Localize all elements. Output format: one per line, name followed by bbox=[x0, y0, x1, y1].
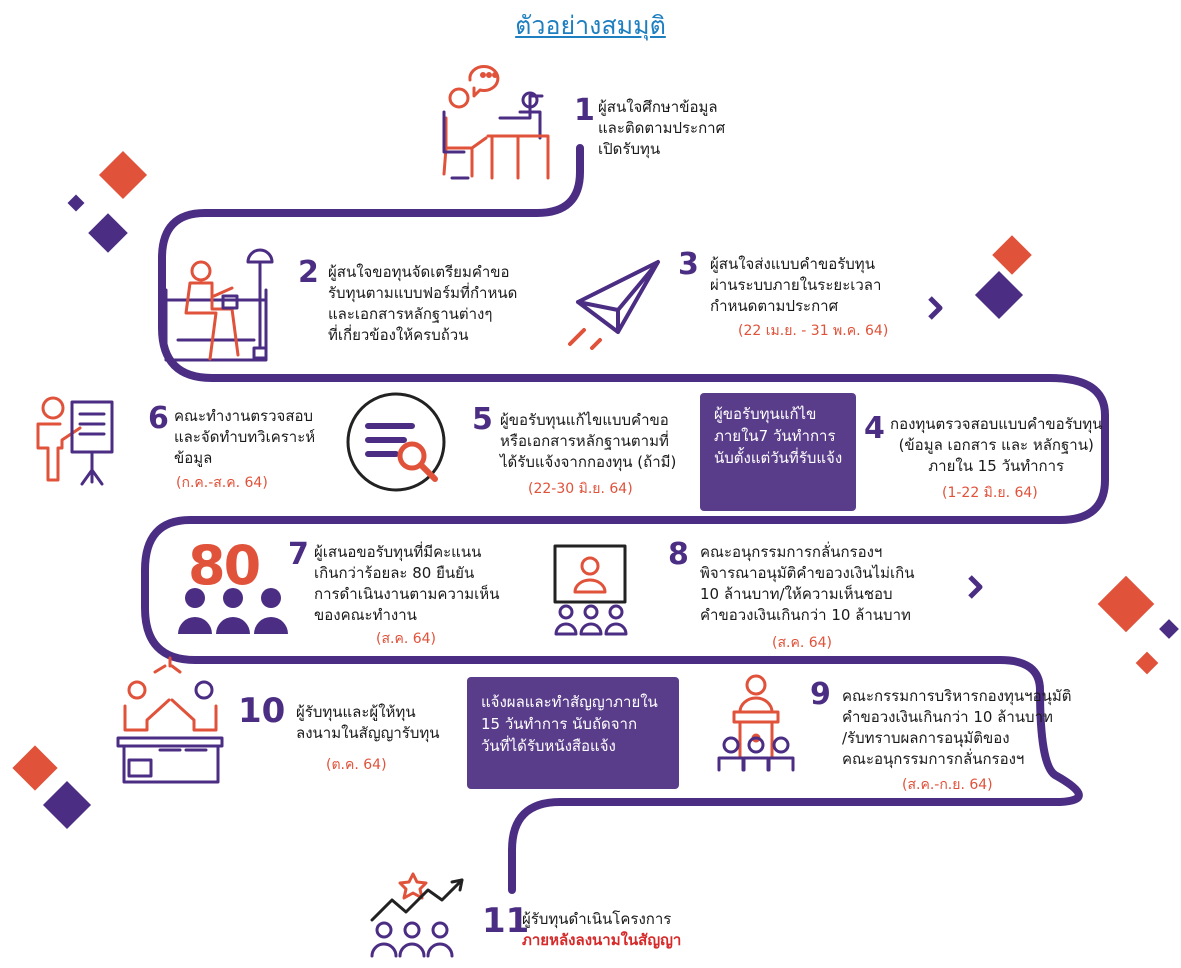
step-6-number: 6 bbox=[148, 401, 169, 436]
step-11-number: 11 bbox=[482, 901, 530, 941]
step-9-text: คณะกรรมการบริหารกองทุนฯอนุมัติคำขอวงเงิน… bbox=[842, 687, 1072, 768]
step-1-number: 1 bbox=[574, 93, 595, 128]
step-2-number: 2 bbox=[298, 255, 319, 290]
video-conference-icon bbox=[553, 544, 628, 636]
step-5-text: ผู้ขอรับทุนแก้ไขแบบคำขอหรือเอกสารหลักฐาน… bbox=[500, 411, 677, 471]
step-10-text: ผู้รับทุนและผู้ให้ทุนลงนามในสัญญารับทุน bbox=[296, 703, 440, 742]
step-10-date: (ต.ค. 64) bbox=[326, 757, 387, 773]
step-3-number: 3 bbox=[678, 247, 699, 282]
paper-plane-icon bbox=[568, 260, 660, 350]
chevron-right-icon bbox=[968, 575, 983, 599]
step-8-number: 8 bbox=[668, 537, 689, 572]
step-8-date: (ส.ค. 64) bbox=[772, 635, 832, 651]
step-6-date: (ก.ค.-ส.ค. 64) bbox=[176, 475, 268, 491]
step-6-text: คณะทำงานตรวจสอบและจัดทำบทวิเคราะห์ข้อมูล bbox=[174, 407, 316, 467]
step-5-number: 5 bbox=[472, 402, 493, 437]
step-3-date: (22 เม.ย. - 31 พ.ค. 64) bbox=[738, 323, 889, 339]
podium-audience-icon bbox=[717, 674, 795, 772]
deadline-box-revision: ผู้ขอรับทุนแก้ไขภายใน7 วันทำการนับตั้งแต… bbox=[700, 393, 856, 511]
process-path bbox=[141, 144, 1109, 894]
step-2-text: ผู้สนใจขอทุนจัดเตรียมคำขอรับทุนตามแบบฟอร… bbox=[328, 263, 518, 344]
presentation-board-icon bbox=[36, 396, 114, 486]
step-8-text: คณะอนุกรรมการกลั่นกรองฯพิจารณาอนุมัติคำข… bbox=[700, 543, 915, 624]
growth-star-icon bbox=[370, 872, 464, 958]
step-10-number: 10 bbox=[238, 691, 286, 731]
diamond-decoration bbox=[12, 745, 92, 830]
diamond-decoration bbox=[974, 235, 1032, 320]
step-7-number: 7 bbox=[288, 537, 309, 572]
step-1-text: ผู้สนใจศึกษาข้อมูลและติดตามประกาศเปิดรับ… bbox=[598, 98, 726, 158]
person-laptop-icon bbox=[442, 65, 550, 180]
step-4-date: (1-22 มิ.ย. 64) bbox=[942, 485, 1038, 501]
step-5-date: (22-30 มิ.ย. 64) bbox=[528, 481, 633, 497]
score-80-label: 80 bbox=[188, 534, 261, 597]
step-11-highlight: ภายหลังลงนามในสัญญา bbox=[522, 931, 682, 949]
step-9-number: 9 bbox=[810, 677, 831, 712]
step-7-text: ผู้เสนอขอรับทุนที่มีคะแนนเกินกว่าร้อยละ … bbox=[314, 543, 500, 624]
step-7-date: (ส.ค. 64) bbox=[376, 631, 436, 647]
signing-meeting-icon bbox=[116, 656, 224, 784]
step-9-date: (ส.ค.-ก.ย. 64) bbox=[902, 777, 993, 793]
step-4-number: 4 bbox=[864, 411, 885, 446]
chevron-right-icon bbox=[928, 296, 943, 320]
person-armchair-icon bbox=[164, 248, 274, 362]
page-title: ตัวอย่างสมมุติ bbox=[515, 11, 666, 40]
diamond-decoration bbox=[1097, 575, 1179, 675]
diamond-decoration bbox=[67, 150, 148, 253]
magnifier-document-icon bbox=[346, 392, 446, 492]
step-4-text: กองทุนตรวจสอบแบบคำขอรับทุน(ข้อมูล เอกสาร… bbox=[890, 415, 1103, 475]
audience-80-icon bbox=[178, 588, 288, 634]
step-3-text: ผู้สนใจส่งแบบคำขอรับทุนผ่านระบบภายในระยะ… bbox=[710, 255, 882, 315]
step-11-text: ผู้รับทุนดำเนินโครงการ ภายหลังลงนามในสัญ… bbox=[522, 910, 682, 949]
